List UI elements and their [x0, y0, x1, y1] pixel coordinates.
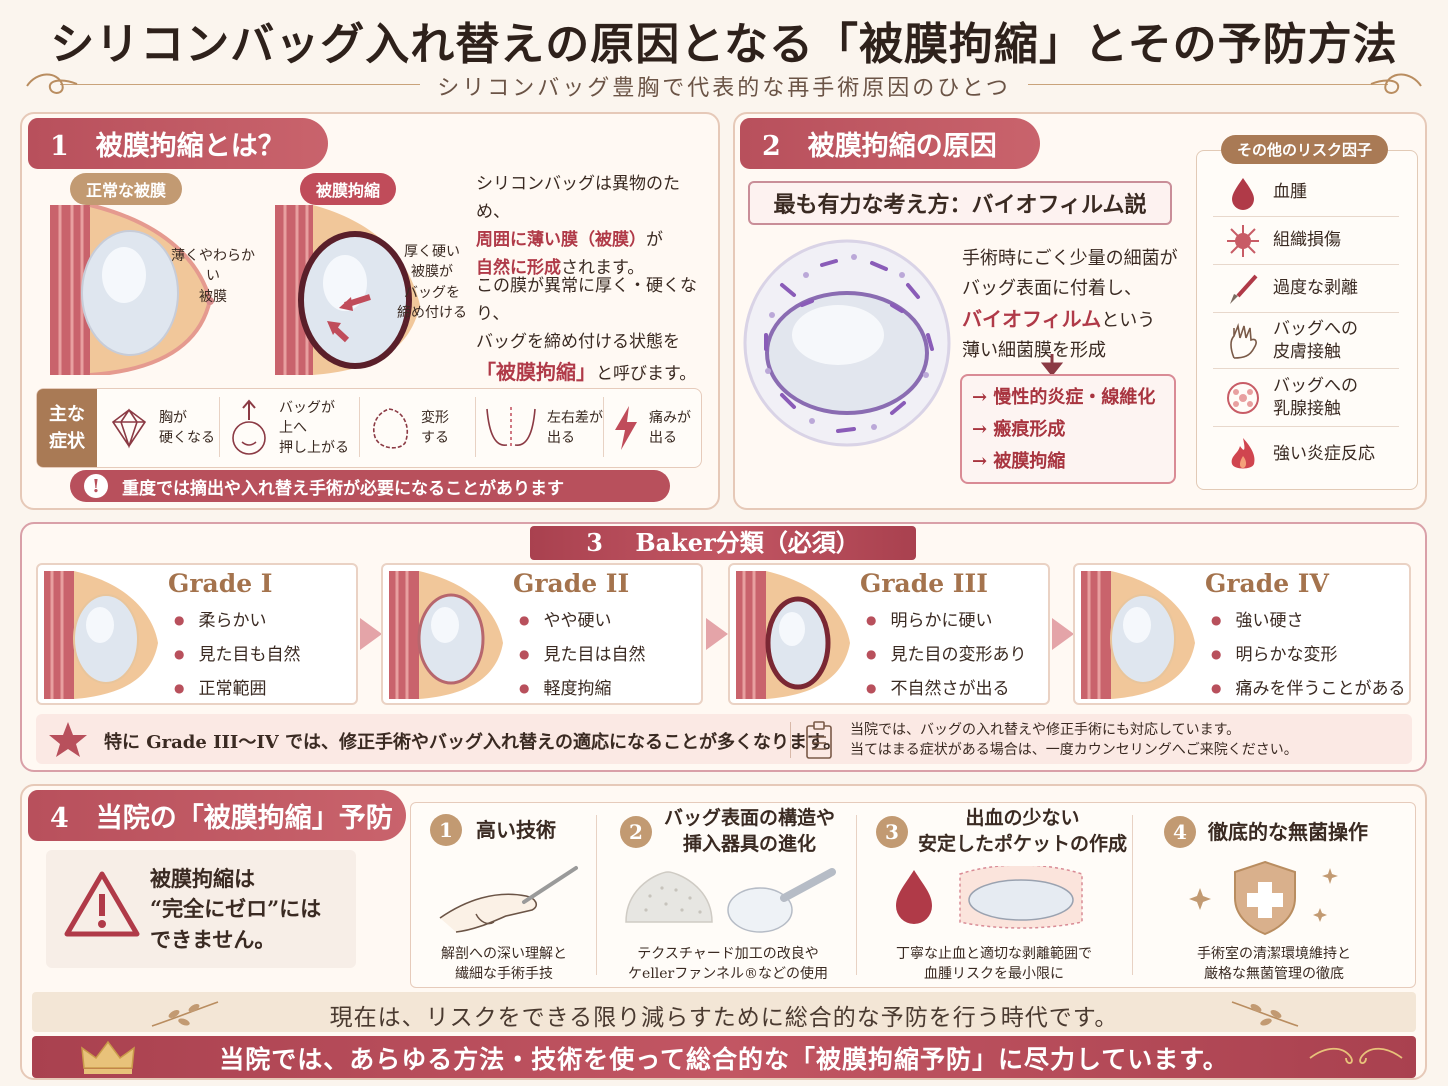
contracture-label: 被膜拘縮	[300, 173, 397, 205]
grade-2-illustration	[389, 571, 503, 699]
grade-3-title: Grade III	[860, 569, 988, 598]
grade-arrow-2	[706, 618, 728, 650]
scalpel-icon	[1230, 274, 1258, 304]
section-2-ribbon: 2 被膜拘縮の原因	[740, 118, 1040, 169]
warning-banner: ! 重度では摘出や入れ替え手術が必要になることがあります	[70, 470, 670, 502]
caution-box	[46, 850, 356, 968]
grade-1-list: 柔らかい見た目も自然正常範囲	[174, 605, 300, 707]
crown-icon	[81, 1040, 135, 1074]
symptoms-label: 主な 症状	[37, 389, 97, 467]
section-1-description-2: この膜が異常に厚く・硬くなり、 バッグを締め付ける状態を 「被膜拘縮」と呼びます…	[476, 276, 697, 385]
deform-icon	[373, 408, 409, 449]
grade-4-title: Grade IV	[1205, 569, 1329, 598]
grade-note-text: 特に Grade III～IV では、修正手術やバッグ入れ替えの適応になることが…	[104, 732, 842, 753]
grade-arrow-3	[1052, 618, 1074, 650]
grade-2-list: やや硬い見た目は自然軽度拘縮	[519, 605, 645, 707]
page-title: シリコンバッグ入れ替えの原因となる「被膜拘縮」とその予防方法	[50, 19, 1398, 70]
symptom-deform: 変形する	[369, 389, 449, 467]
clipboard-icon	[806, 721, 832, 759]
hand-scalpel-icon	[439, 866, 578, 933]
flourish-left-icon	[26, 73, 78, 94]
method-2-caption: テクスチャード加工の改良やケellerファンネル®などの使用	[628, 946, 828, 983]
asymmetry-icon	[486, 407, 536, 449]
risk-gland-contact: バッグへの乳腺接触	[1213, 369, 1399, 427]
grade-2-title: Grade II	[513, 569, 630, 598]
biofilm-theory-box: 最も有力な考え方：バイオフィルム説	[748, 181, 1172, 225]
method-2-head: 2 バッグ表面の構造や挿入器具の進化	[620, 806, 835, 857]
star-icon	[49, 722, 87, 757]
banner-1-text: 現在は、リスクをできる限り減らすために総合的な予防を行う時代です。	[329, 1005, 1119, 1031]
symptom-push-up: バッグが上へ押し上がる	[227, 389, 349, 467]
grade-note-strip	[36, 714, 1412, 764]
shield-cross-icon	[1189, 860, 1338, 936]
symptom-asymmetry: 左右差が出る	[483, 389, 603, 467]
mammary-gland-icon	[1227, 381, 1259, 414]
tissue-damage-icon	[1227, 224, 1259, 257]
method-4-head: 4 徹底的な無菌操作	[1164, 816, 1368, 848]
symptom-hard: 胸が硬くなる	[107, 389, 215, 467]
symptom-pain: 痛みが出る	[611, 389, 691, 467]
branch-left-icon	[151, 1001, 219, 1027]
normal-callout: 薄くやわらかい 被膜	[171, 248, 255, 305]
textured-implant-icon	[625, 868, 836, 933]
warning-triangle-icon	[64, 871, 140, 937]
hand-icon	[1230, 322, 1257, 359]
grade-4-list: 強い硬さ明らかな変形痛みを伴うことがある	[1211, 605, 1405, 707]
lightning-icon	[615, 406, 637, 450]
symptoms-box: 主な 症状 胸が硬くなる バッグが上へ押し上がる 変形する 左右差が出る 痛みが…	[36, 388, 702, 468]
page-subtitle: シリコンバッグ豊胸で代表的な再手術原因のひとつ	[437, 76, 1011, 101]
diamond-icon	[111, 408, 147, 449]
risk-skin-contact: バッグへの皮膚接触	[1213, 313, 1399, 369]
biofilm-description: 手術時にごく少量の細菌が バッグ表面に付着し、 バイオフィルムという 薄い細菌膜…	[962, 248, 1178, 362]
risk-factors-box: その他のリスク因子 血腫 組織損傷 過度な剥離 バッグへの皮膚接触 バッグへの乳…	[1196, 135, 1418, 490]
grade-3-list: 明らかに硬い見た目の変形あり不自然さが出る	[866, 605, 1026, 707]
risk-factors-title: その他のリスク因子	[1221, 135, 1389, 164]
biofilm-results-box: → 慢性的炎症・線維化 → 瘢痕形成 → 被膜拘縮	[960, 374, 1176, 484]
ornament-line-right	[1028, 84, 1388, 85]
down-arrow-icon	[1040, 354, 1064, 376]
clinic-note: 当院では、バッグの入れ替えや修正手術にも対応しています。 当てはまる症状がある場…	[850, 722, 1298, 759]
branch-right-icon	[1231, 1001, 1299, 1027]
risk-over-dissection: 過度な剥離	[1213, 265, 1399, 313]
method-3-caption: 丁寧な止血と適切な剥離範囲で血腫リスクを最小限に	[896, 946, 1092, 983]
risk-inflammation: 強い炎症反応	[1213, 427, 1399, 481]
grade-1-illustration	[44, 571, 158, 699]
biofilm-illustration	[743, 239, 951, 447]
method-1-caption: 解剖への深い理解と繊細な手術手技	[441, 946, 567, 983]
normal-breast-illustration	[50, 205, 214, 375]
section-3-ribbon: 3 Baker分類（必須）	[530, 526, 916, 560]
method-1-head: 1 高い技術	[430, 814, 556, 846]
ornament-line-left	[60, 84, 420, 85]
grade-4-card: Grade IV 強い硬さ明らかな変形痛みを伴うことがある	[1073, 563, 1411, 705]
risk-hematoma: 血腫	[1213, 169, 1399, 217]
grade-1-title: Grade I	[168, 569, 273, 598]
flourish-bottom-icon	[1309, 1047, 1403, 1064]
section-1-description-1: シリコンバッグは異物のため、 周囲に薄い膜（被膜）が 自然に形成されます。	[476, 174, 680, 279]
flame-icon	[1231, 438, 1255, 469]
risk-tissue-damage: 組織損傷	[1213, 217, 1399, 265]
contracture-breast-illustration	[275, 205, 420, 375]
banner-2	[32, 1036, 1416, 1078]
grade-arrow-1	[360, 618, 382, 650]
pocket-icon	[896, 866, 1083, 929]
banner-2-text: 当院では、あらゆる方法・技術を使って総合的な「被膜拘縮予防」に尽力しています。	[219, 1045, 1229, 1074]
method-3-head: 3 出血の少ない安定したポケットの作成	[876, 806, 1127, 857]
method-4-caption: 手術室の清潔環境維持と厳格な無菌管理の徹底	[1197, 946, 1351, 983]
grade-3-card: Grade III 明らかに硬い見た目の変形あり不自然さが出る	[728, 563, 1050, 705]
flourish-right-icon	[1370, 73, 1422, 94]
blood-drop-icon	[1232, 177, 1254, 210]
section-1-ribbon: 1 被膜拘縮とは？	[28, 118, 328, 169]
grade-1-card: Grade I 柔らかい見た目も自然正常範囲	[36, 563, 358, 705]
caution-text: 被膜拘縮は “完全にゼロ”には できません。	[150, 866, 322, 952]
exclamation-icon: !	[84, 474, 108, 498]
push-up-icon	[232, 399, 266, 455]
banner-1	[32, 992, 1416, 1032]
section-4-ribbon: 4 当院の「被膜拘縮」予防	[28, 790, 406, 841]
grade-4-illustration	[1081, 571, 1195, 699]
grade-3-illustration	[736, 571, 850, 699]
contracture-callout: 厚く硬い 被膜が バッグを 締め付ける	[397, 244, 467, 321]
normal-capsule-label: 正常な被膜	[70, 173, 183, 205]
grade-2-card: Grade II やや硬い見た目は自然軽度拘縮	[381, 563, 703, 705]
